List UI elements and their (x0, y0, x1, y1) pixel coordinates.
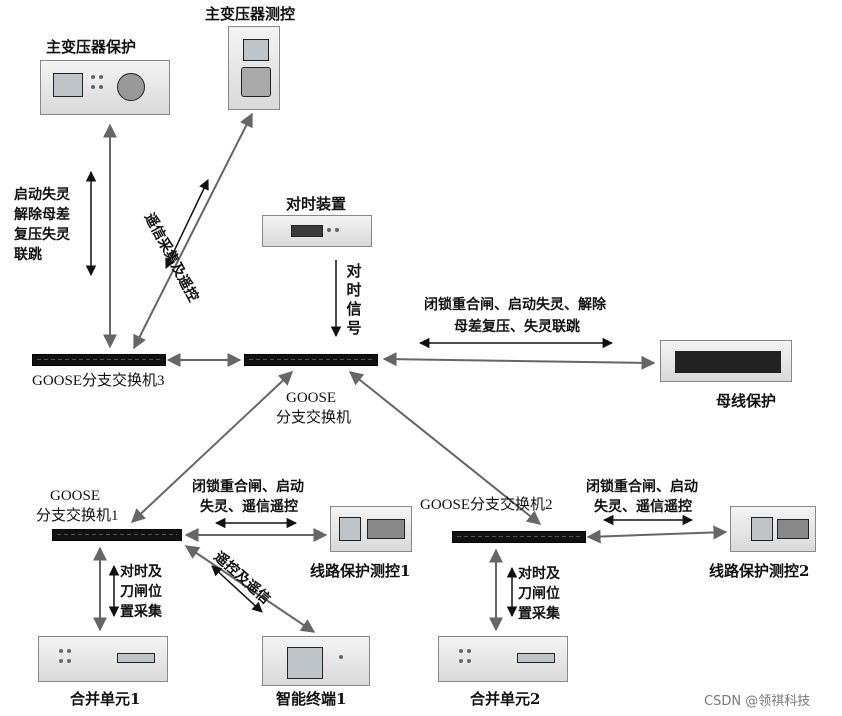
transformer-control-label: 主变压器测控 (205, 5, 296, 23)
link-main-bus (382, 352, 656, 370)
goose-switch-1 (52, 529, 182, 541)
line2-signal-line-2: 失灵、遥信遥控 (594, 499, 692, 515)
bus-protection-device (660, 340, 792, 382)
line1-signal-line-1: 闭锁重合闸、启动 (192, 479, 304, 495)
transformer-protection-device (40, 60, 170, 115)
line-protection-2-device (730, 506, 816, 552)
transformer-protection-label: 主变压器保护 (46, 38, 137, 56)
transformer-protection-signal: 启动失灵 解除母差 复压失灵 联跳 (14, 187, 70, 263)
merging-unit-1-device (38, 636, 168, 682)
merging-unit-2-label: 合并单元2 (470, 690, 541, 708)
goose-main-switch (244, 354, 378, 366)
line-protection-1-label: 线路保护测控1 (310, 562, 411, 580)
goose-switch-2-label: GOOSE分支交换机2 (420, 497, 553, 513)
line-protection-1-device (330, 506, 412, 552)
line1-signal-line-2: 失灵、遥信遥控 (200, 499, 298, 515)
bus-signal-line-2: 母差复压、失灵联跳 (454, 319, 580, 335)
goose-main-switch-label-2: 分支交换机 (276, 410, 352, 426)
arrow-transformer-control-signal (165, 179, 209, 269)
arrow-terminal-signal (211, 565, 263, 613)
goose-switch-2 (452, 531, 586, 543)
smart-terminal-1-device (262, 636, 370, 686)
merging-unit-2-device (438, 636, 568, 682)
watermark: CSDN @领祺科技 (704, 694, 811, 709)
line2-signal-line-1: 闭锁重合闸、启动 (586, 479, 698, 495)
time-sync-device (262, 215, 372, 247)
goose-switch-3-label: GOOSE分支交换机3 (32, 373, 165, 389)
merging-unit-1-label: 合并单元1 (70, 690, 141, 708)
bus-signal-line-1: 闭锁重合闸、启动失灵、解除 (424, 297, 606, 313)
time-sync-device-label: 对时装置 (286, 195, 347, 213)
link-main-branch1 (130, 371, 294, 523)
merging-unit-2-signal: 对时及 刀闸位 置采集 (518, 566, 560, 622)
link-branch2-line2 (586, 525, 728, 544)
goose-switch-1-label-1: GOOSE (50, 488, 101, 504)
goose-main-switch-label-1: GOOSE (286, 390, 337, 406)
time-signal: 对时信号 (346, 262, 362, 337)
line-protection-2-label: 线路保护测控2 (709, 562, 810, 580)
smart-terminal-1-label: 智能终端1 (276, 690, 347, 708)
link-main-branch2 (348, 371, 542, 525)
merging-unit-1-signal: 对时及 刀闸位 置采集 (120, 564, 162, 620)
transformer-control-device (228, 26, 280, 110)
goose-switch-1-label-2: 分支交换机1 (36, 508, 119, 524)
goose-switch-3 (32, 354, 166, 366)
bus-protection-label: 母线保护 (716, 392, 777, 410)
